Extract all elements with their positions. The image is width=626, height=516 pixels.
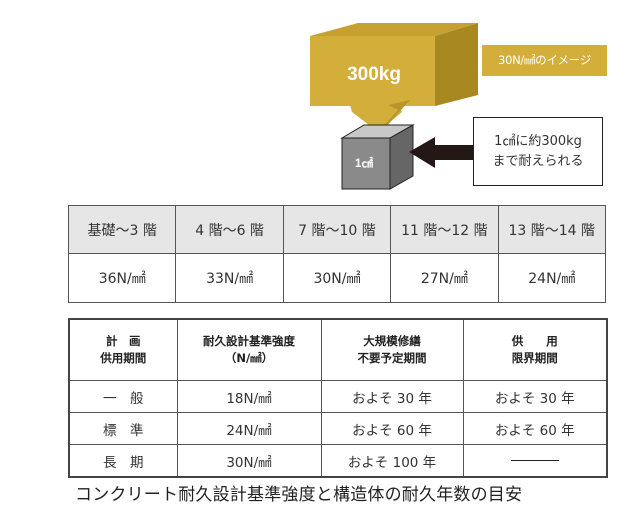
period-cell: 標 準 [68,412,178,445]
strength-value: 30N/㎟ [282,253,392,303]
header-service-limit: 供 用限界期間 [462,318,608,381]
floor-header: 13 階〜14 階 [497,205,607,254]
no-repair-cell: およそ 100 年 [320,444,464,478]
left-arrow-icon [409,137,473,168]
weight-box-front [310,36,435,106]
no-repair-cell: およそ 60 年 [320,412,464,445]
period-cell: 長 期 [68,444,178,478]
strength-value: 27N/㎟ [390,253,499,303]
pressure-image-tag: 30N/㎟のイメージ [482,45,607,76]
table-row: 長 期 30N/㎟ およそ 100 年 [68,444,608,478]
strength-value: 24N/㎟ [497,253,607,303]
limit-cell: およそ 30 年 [462,380,608,413]
table-row: 標 準 24N/㎟ およそ 60 年 およそ 60 年 [68,412,608,445]
strength-cell: 30N/㎟ [176,444,322,478]
limit-cell-empty [462,444,608,478]
load-illustration: 300kg 1㎠ [310,23,478,190]
floor-header: 基礎〜3 階 [67,205,177,254]
table-row: 一 般 18N/㎟ およそ 30 年 およそ 30 年 [68,380,608,413]
strength-cell: 18N/㎟ [176,380,322,413]
down-arrow-shade [378,100,410,132]
floor-strength-table: 基礎〜3 階 4 階〜6 階 7 階〜10 階 11 階〜12 階 13 階〜1… [67,205,607,303]
durability-table-header-row: 計 画供用期間 耐久設計基準強度（N/㎟） 大規模修繕不要予定期間 供 用限界期… [68,318,608,381]
down-arrow-icon [350,105,402,132]
limit-cell: およそ 60 年 [462,412,608,445]
capacity-note-line-1: 1㎠に約300kg [494,133,582,149]
figure-caption: コンクリート耐久設計基準強度と構造体の耐久年数の目安 [75,485,523,505]
header-service-period: 計 画供用期間 [68,318,178,381]
strength-value: 33N/㎟ [175,253,284,303]
floor-table-header-row: 基礎〜3 階 4 階〜6 階 7 階〜10 階 11 階〜12 階 13 階〜1… [67,205,607,254]
header-no-repair-period: 大規模修繕不要予定期間 [320,318,464,381]
cube-front [341,137,391,190]
strength-cell: 24N/㎟ [176,412,322,445]
period-cell: 一 般 [68,380,178,413]
weight-label: 300kg [347,64,401,85]
floor-header: 7 階〜10 階 [282,205,392,254]
capacity-note-line-2: まで耐えられる [492,153,584,169]
capacity-note: 1㎠に約300kg まで耐えられる [473,117,603,186]
dash-line [510,460,559,461]
header-design-strength: 耐久設計基準強度（N/㎟） [176,318,322,381]
weight-box-top [310,23,478,36]
floor-header: 11 階〜12 階 [390,205,499,254]
cube-label: 1㎠ [355,156,373,170]
weight-box-side [435,23,478,106]
no-repair-cell: およそ 30 年 [320,380,464,413]
durability-table: 計 画供用期間 耐久設計基準強度（N/㎟） 大規模修繕不要予定期間 供 用限界期… [68,318,608,478]
floor-table-value-row: 36N/㎟ 33N/㎟ 30N/㎟ 27N/㎟ 24N/㎟ [67,253,607,303]
floor-header: 4 階〜6 階 [175,205,284,254]
strength-value: 36N/㎟ [67,253,177,303]
